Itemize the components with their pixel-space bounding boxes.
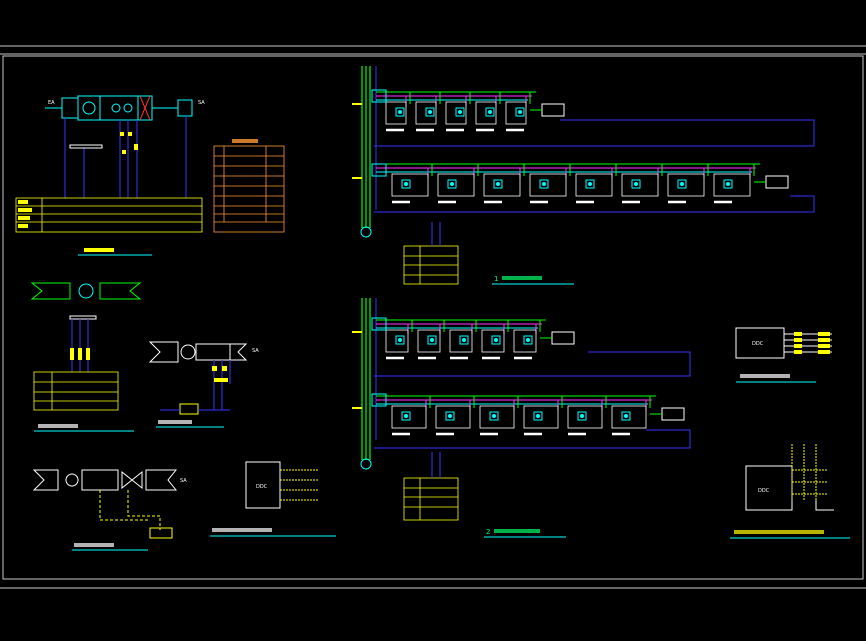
ahu-right-label: SA: [198, 100, 205, 106]
sensor-icon: [542, 182, 546, 186]
sensor-icon: [404, 182, 408, 186]
sensor-icon: [680, 182, 684, 186]
fcu-right-label: SA: [180, 478, 187, 484]
sensor-icon: [458, 110, 462, 114]
fan-icon: [82, 101, 96, 115]
sensor-icon: [398, 338, 402, 342]
svg-text:DDC: DDC: [752, 341, 764, 347]
sensor-icon: [726, 182, 730, 186]
sensor-icon: [488, 110, 492, 114]
terminal-unit: [713, 164, 755, 204]
duct-valve-schematic: SA: [32, 469, 187, 551]
riser1-number: 1: [494, 275, 498, 283]
ahu-left-label: EA: [48, 100, 55, 106]
terminal-unit: [575, 164, 617, 204]
sensor-icon: [634, 182, 638, 186]
sensor-icon: [450, 182, 454, 186]
supply-fan-schematic: SA: [148, 341, 259, 428]
terminal-unit: [523, 396, 563, 436]
terminal-unit: [479, 396, 519, 436]
sensor-icon: [448, 414, 452, 418]
riser2-number: 2: [486, 528, 490, 536]
svg-text:DDC: DDC: [758, 488, 770, 494]
terminal-unit: [417, 320, 445, 360]
sensor-icon: [428, 110, 432, 114]
terminal-unit: [475, 92, 501, 132]
terminal-unit: [449, 320, 477, 360]
ddc-box: [661, 407, 685, 421]
ddc-panel-left: DDC: [210, 461, 336, 537]
ddc-box: [541, 103, 565, 117]
terminal-unit: [567, 396, 607, 436]
valve-icon: [121, 470, 143, 490]
terminal-unit: [481, 320, 509, 360]
riser-diagram-1: 1: [352, 66, 815, 285]
terminal-unit: [437, 164, 479, 204]
riser-diagram-2: 2: [352, 298, 691, 538]
fan-right-label: SA: [252, 348, 259, 354]
terminal-unit-row: [352, 89, 565, 132]
sensor-icon: [536, 414, 540, 418]
sensor-icon: [518, 110, 522, 114]
ddc-box: [551, 331, 575, 345]
drawing-frame: [0, 45, 866, 589]
terminal-unit: [391, 396, 431, 436]
terminal-unit: [505, 92, 531, 132]
sensor-icon: [404, 414, 408, 418]
terminal-unit: [483, 164, 525, 204]
terminal-unit: [529, 164, 571, 204]
terminal-unit-row: [352, 317, 575, 360]
sensor-icon: [580, 414, 584, 418]
sensor-icon: [624, 414, 628, 418]
sensor-icon: [398, 110, 402, 114]
ddc-panel-b: DDC: [730, 444, 850, 539]
terminal-unit: [513, 320, 541, 360]
terminal-unit: [415, 92, 441, 132]
ground-icon: [360, 458, 372, 470]
terminal-unit-row: [352, 393, 685, 436]
terminal-unit: [385, 320, 413, 360]
terminal-unit: [391, 164, 433, 204]
sensor-icon: [588, 182, 592, 186]
sensor-icon: [496, 182, 500, 186]
terminal-unit: [445, 92, 471, 132]
fan-icon: [78, 283, 94, 299]
sensor-icon: [462, 338, 466, 342]
terminal-unit: [611, 396, 651, 436]
terminal-unit: [435, 396, 475, 436]
fan-schematic: [30, 282, 142, 432]
ddc-box: [765, 175, 789, 189]
coil-icon: [111, 103, 121, 113]
sensor-icon: [492, 414, 496, 418]
svg-text:DDC: DDC: [256, 484, 268, 490]
sensor-icon: [430, 338, 434, 342]
terminal-unit: [385, 92, 411, 132]
ddc-panel-a: DDC: [735, 327, 832, 383]
sensor-icon: [526, 338, 530, 342]
legend-table: [213, 145, 285, 233]
terminal-unit: [667, 164, 709, 204]
terminal-unit-row: [352, 163, 789, 204]
terminal-unit: [621, 164, 663, 204]
ground-icon: [360, 226, 372, 238]
filter-icon: [139, 95, 151, 121]
ahu-schematic: EA SA: [15, 95, 205, 256]
sensor-icon: [494, 338, 498, 342]
